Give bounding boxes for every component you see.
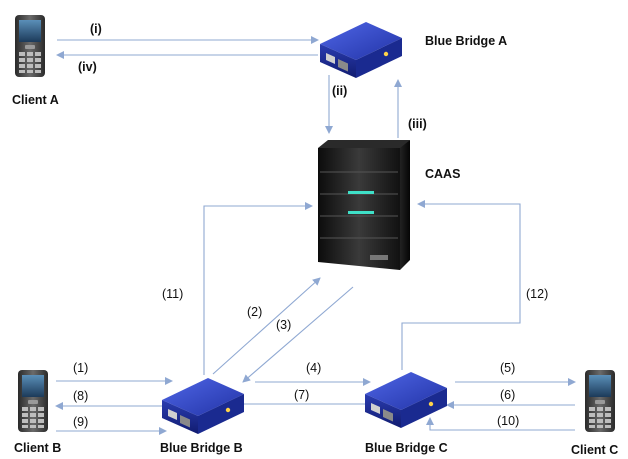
client-a-label: Client A <box>12 93 59 107</box>
arrow-11 <box>203 202 313 375</box>
arrow-12 <box>401 200 521 370</box>
edge-label-11: (11) <box>162 287 183 301</box>
client-b-phone-icon <box>18 370 48 432</box>
edge-label-10: (10) <box>497 414 519 428</box>
client-c-label: Client C <box>571 443 618 457</box>
edge-label-6: (6) <box>500 388 515 402</box>
caas-server-icon <box>318 140 410 270</box>
edge-label-iv: (iv) <box>78 60 97 74</box>
blue-bridge-b-device-icon <box>162 378 244 434</box>
edge-label-8: (8) <box>73 389 88 403</box>
blue-bridge-a-device-icon <box>320 22 402 78</box>
edge-label-3: (3) <box>276 318 291 332</box>
edge-label-2: (2) <box>247 305 262 319</box>
caas-label: CAAS <box>425 167 460 181</box>
blue-bridge-c-label: Blue Bridge C <box>365 441 448 455</box>
arrow-3 <box>242 286 354 383</box>
blue-bridge-a-label: Blue Bridge A <box>425 34 507 48</box>
client-a-phone-icon <box>15 15 45 77</box>
arrow-2 <box>212 277 321 375</box>
edge-label-4: (4) <box>306 361 321 375</box>
blue-bridge-c-device-icon <box>365 372 447 428</box>
client-c-phone-icon <box>585 370 615 432</box>
edge-label-1: (1) <box>73 361 88 375</box>
blue-bridge-b-label: Blue Bridge B <box>160 441 243 455</box>
edge-label-i: (i) <box>90 22 102 36</box>
edge-label-7: (7) <box>294 388 309 402</box>
edge-label-5: (5) <box>500 361 515 375</box>
client-b-label: Client B <box>14 441 61 455</box>
edge-label-9: (9) <box>73 415 88 429</box>
edge-label-ii: (ii) <box>332 84 347 98</box>
edge-label-iii: (iii) <box>408 117 427 131</box>
edge-label-12: (12) <box>526 287 548 301</box>
arrow-10 <box>426 417 575 431</box>
